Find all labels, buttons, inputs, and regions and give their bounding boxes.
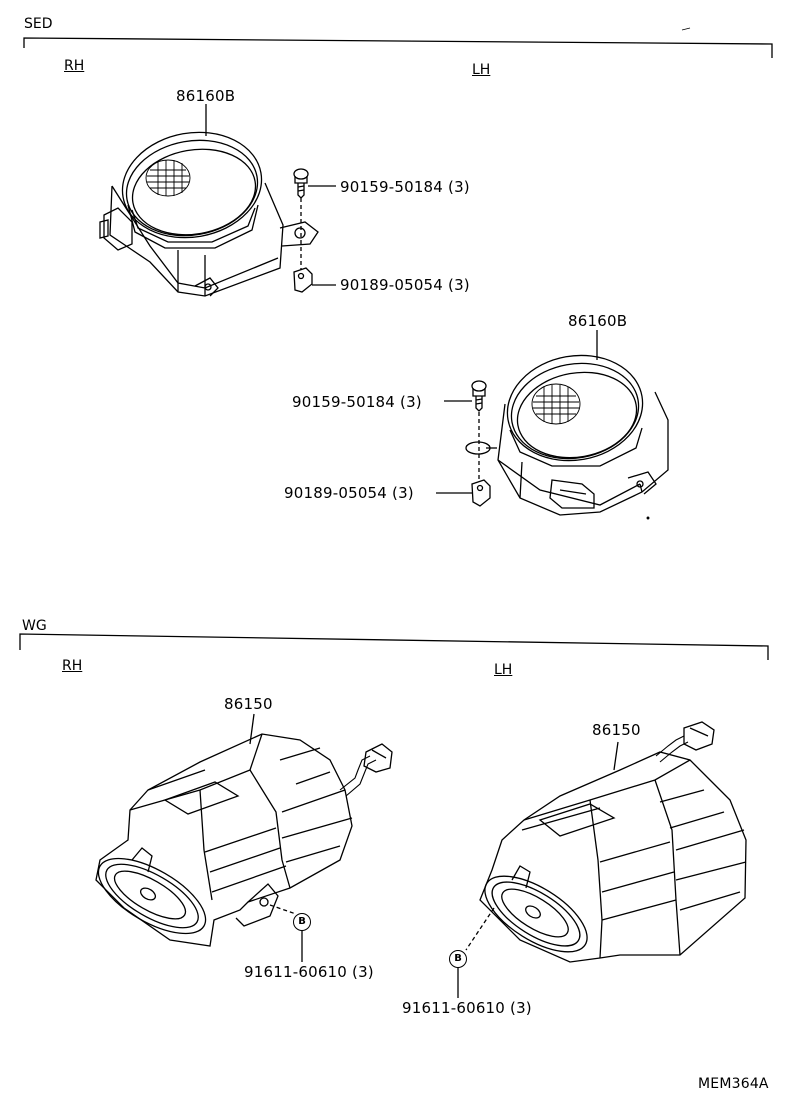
diagram-id: MEM364A	[698, 1076, 769, 1092]
screw-sed-rh-drawing	[293, 168, 309, 199]
part-label-screw-sed-rh: 90159-50184 (3)	[340, 178, 470, 196]
side-label-sed-rh: RH	[64, 58, 85, 74]
part-label-nut-sed-rh: 90189-05054 (3)	[340, 276, 470, 294]
callout-b-rh: B	[293, 913, 311, 931]
part-label-speaker-wg-rh: 86150	[224, 695, 273, 713]
part-label-speaker-wg-lh: 86150	[592, 721, 641, 739]
side-label-wg-rh: RH	[62, 658, 83, 674]
speaker-wg-rh-drawing	[95, 733, 393, 947]
sed-section-bracket	[23, 37, 773, 58]
section-title-wg: WG	[22, 618, 47, 634]
part-label-bolt-wg-rh: 91611-60610 (3)	[244, 963, 374, 981]
nut-sed-lh-drawing	[471, 479, 491, 507]
speaker-sed-rh-drawing	[99, 131, 319, 297]
part-label-bolt-wg-lh: 91611-60610 (3)	[402, 999, 532, 1017]
part-label-screw-sed-lh: 90159-50184 (3)	[292, 393, 422, 411]
speaker-sed-lh-drawing	[497, 354, 669, 516]
speaker-wg-lh-drawing	[479, 721, 747, 963]
part-label-speaker-sed-rh: 86160B	[176, 87, 236, 105]
callout-b-lh: B	[449, 950, 467, 968]
side-label-sed-lh: LH	[472, 62, 491, 78]
side-label-wg-lh: LH	[494, 662, 513, 678]
part-label-nut-sed-lh: 90189-05054 (3)	[284, 484, 414, 502]
part-label-speaker-sed-lh: 86160B	[568, 312, 628, 330]
screw-sed-lh-drawing	[471, 380, 487, 412]
section-title-sed: SED	[24, 16, 53, 32]
nut-sed-rh-drawing	[293, 267, 313, 293]
wg-section-bracket	[19, 633, 769, 660]
